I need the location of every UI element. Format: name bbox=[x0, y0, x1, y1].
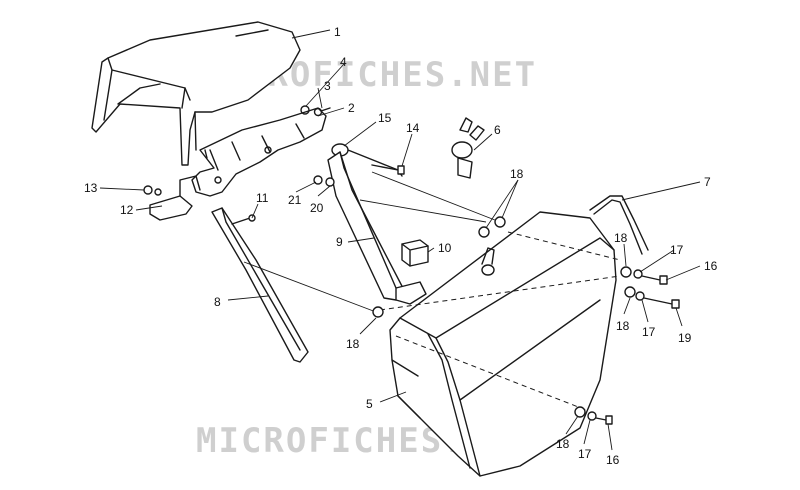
label-part-11: 11 bbox=[256, 191, 269, 205]
label-part-13: 13 bbox=[84, 181, 98, 195]
part-rubber-block bbox=[401, 239, 429, 267]
part-labels: 1 2 3 4 5 6 7 8 9 10 11 12 13 14 15 16 1… bbox=[84, 25, 718, 467]
label-part-8: 8 bbox=[214, 295, 221, 309]
part-cover bbox=[91, 21, 301, 166]
align-line-3 bbox=[507, 231, 621, 261]
part-rear-frame-bar bbox=[211, 207, 309, 363]
label-part-16a: 16 bbox=[704, 259, 718, 273]
part-strap bbox=[589, 195, 649, 255]
align-line-6 bbox=[371, 171, 501, 223]
part-screw-3 bbox=[300, 105, 331, 117]
label-part-18a: 18 bbox=[510, 167, 524, 181]
leader-lines bbox=[99, 29, 701, 451]
part-saddle-bag bbox=[389, 211, 617, 477]
label-part-18e: 18 bbox=[556, 437, 570, 451]
label-part-17c: 17 bbox=[578, 447, 592, 461]
align-line-2 bbox=[395, 335, 587, 411]
align-line-1 bbox=[379, 275, 621, 311]
label-part-14: 14 bbox=[406, 121, 420, 135]
label-part-16b: 16 bbox=[606, 453, 620, 467]
align-line-5 bbox=[359, 199, 487, 223]
label-part-1: 1 bbox=[334, 25, 341, 39]
label-part-3: 3 bbox=[324, 79, 331, 93]
label-part-4: 4 bbox=[340, 55, 347, 69]
label-part-7: 7 bbox=[704, 175, 711, 189]
label-part-20: 20 bbox=[310, 201, 324, 215]
part-hardware bbox=[143, 175, 680, 425]
label-part-12: 12 bbox=[120, 203, 134, 217]
label-part-5: 5 bbox=[366, 397, 373, 411]
part-bracket bbox=[149, 107, 327, 221]
part-lock bbox=[451, 117, 485, 179]
part-front-frame-bar bbox=[327, 151, 427, 305]
label-part-6: 6 bbox=[494, 123, 501, 137]
label-part-21: 21 bbox=[288, 193, 302, 207]
label-part-18c: 18 bbox=[614, 231, 628, 245]
label-part-9: 9 bbox=[336, 235, 343, 249]
label-part-2: 2 bbox=[348, 101, 355, 115]
label-part-19: 19 bbox=[678, 331, 692, 345]
label-part-18d: 18 bbox=[616, 319, 630, 333]
label-part-17b: 17 bbox=[642, 325, 656, 339]
label-part-15: 15 bbox=[378, 111, 392, 125]
label-part-17a: 17 bbox=[670, 243, 684, 257]
label-part-10: 10 bbox=[438, 241, 452, 255]
align-line-4 bbox=[243, 261, 377, 313]
label-part-18b: 18 bbox=[346, 337, 360, 351]
part-screw-14 bbox=[371, 164, 405, 175]
